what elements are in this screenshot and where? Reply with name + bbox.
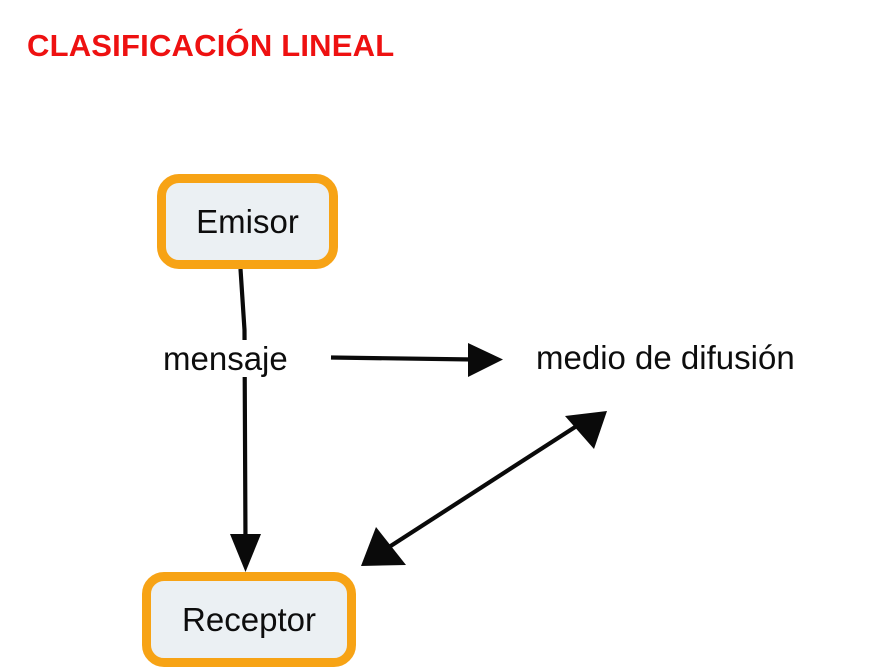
arrowhead-up-right-icon (565, 411, 607, 449)
connector-mensaje-to-medio (330, 343, 503, 377)
arrowhead-down-left-icon (361, 527, 406, 566)
node-emisor-label: Emisor (196, 203, 299, 240)
connector-receptor-to-medio (361, 411, 607, 566)
page-title: CLASIFICACIÓN LINEAL (27, 28, 395, 63)
arrowhead-right-icon (468, 343, 503, 377)
connector-emisor-to-receptor (230, 268, 261, 572)
label-medio-de-difusion: medio de difusión (536, 339, 795, 376)
node-emisor[interactable]: Emisor (157, 174, 338, 269)
label-mensaje: mensaje (163, 340, 294, 377)
node-receptor[interactable]: Receptor (142, 572, 356, 667)
node-receptor-label: Receptor (182, 601, 316, 638)
arrowhead-down-icon (230, 534, 261, 572)
